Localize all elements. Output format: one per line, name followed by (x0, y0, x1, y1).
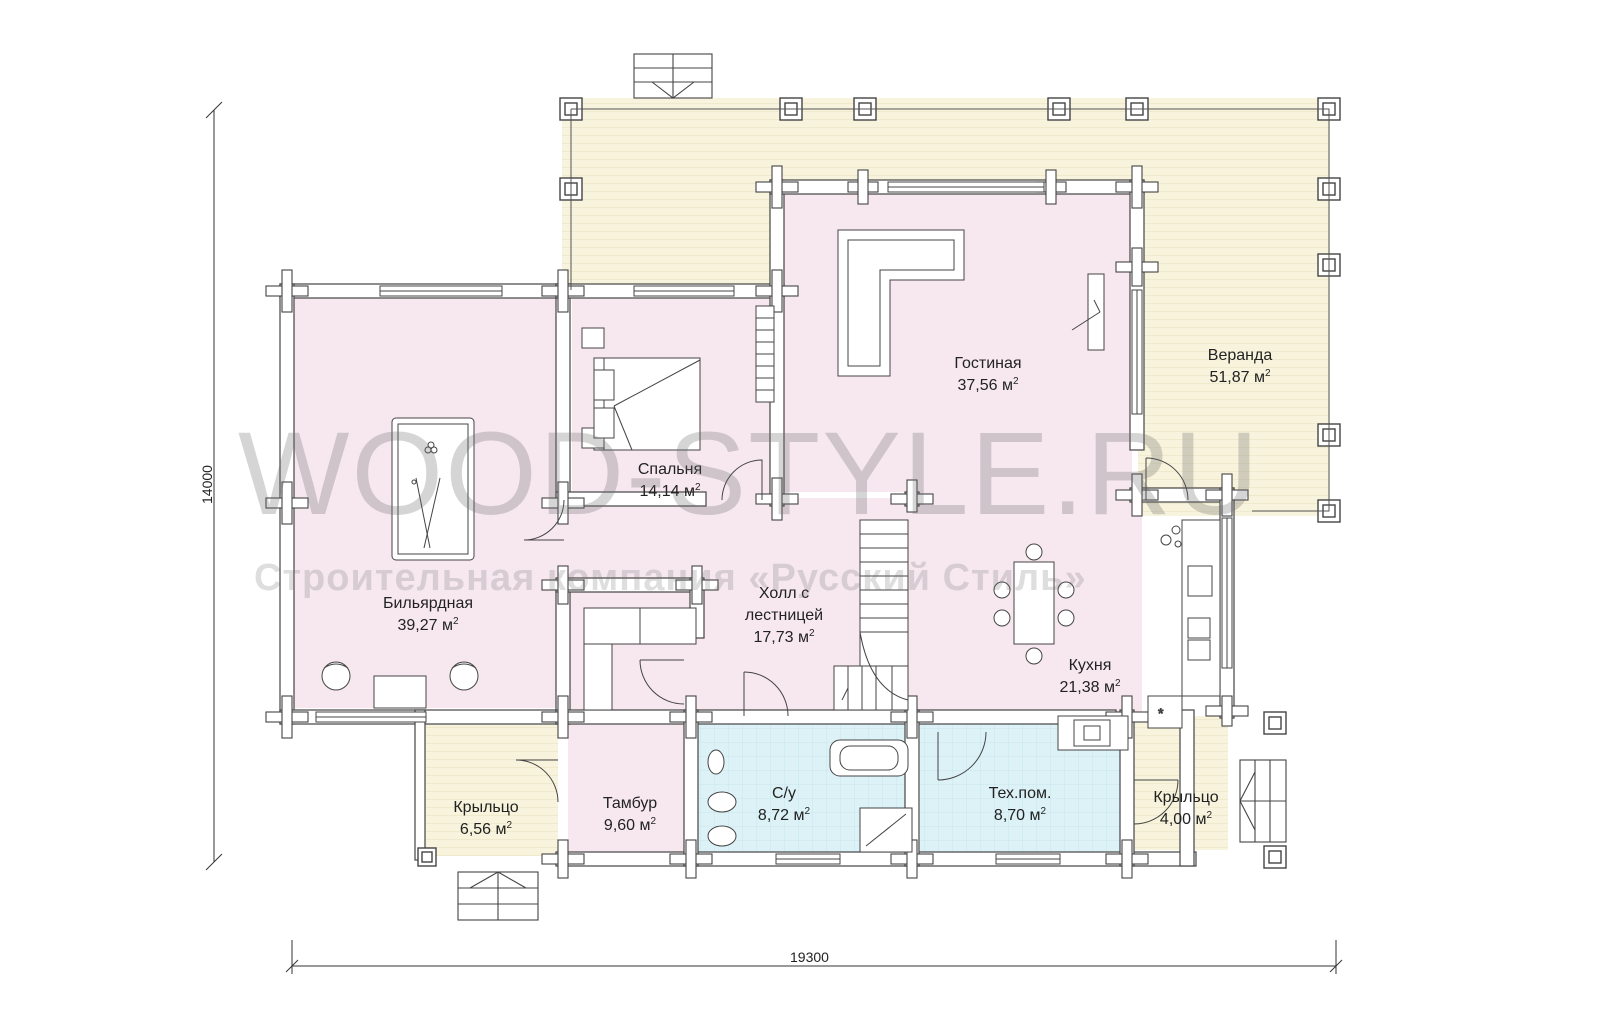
room-labels: Бильярдная 39,27 м2 Спальня 14,14 м2 Гос… (383, 347, 1272, 838)
toilet-2 (707, 825, 737, 847)
room-area-billiard: 39,27 м2 (397, 616, 459, 634)
veranda-outline (570, 108, 1330, 512)
toilet-1 (707, 791, 737, 813)
room-area-porch-right: 4,00 м2 (1160, 810, 1213, 828)
dimension-lines (205, 101, 1343, 974)
room-area-hall: 17,73 м2 (753, 628, 815, 646)
dining-table (1013, 561, 1055, 645)
room-name-tech: Тех.пом. (989, 785, 1052, 802)
room-area-vestibule: 9,60 м2 (604, 816, 657, 834)
porch-left-floor (423, 716, 558, 856)
room-area-kitchen: 21,38 м2 (1059, 678, 1121, 696)
sink (707, 749, 725, 775)
kitchen-counter (1181, 519, 1221, 697)
room-name-bathroom: С/у (772, 785, 796, 802)
svg-text:*: * (1158, 705, 1164, 721)
room-name-living: Гостиная (954, 355, 1021, 372)
armchair-right (449, 661, 479, 691)
room-area-bathroom: 8,72 м2 (758, 806, 811, 824)
watermark-sub: Строительная компания «Русский Стиль» (254, 557, 1087, 599)
room-area-tech: 8,70 м2 (994, 806, 1047, 824)
room-name-porch-right: Крыльцо (1153, 789, 1218, 806)
room-name-kitchen: Кухня (1069, 657, 1112, 674)
room-name-billiard: Бильярдная (383, 595, 473, 612)
vestibule-floor (568, 716, 688, 854)
veranda-floor-right (1138, 180, 1330, 516)
room-name-bedroom: Спальня (638, 461, 702, 478)
corner-sofa (837, 229, 965, 377)
room-area-bedroom: 14,14 м2 (639, 482, 701, 500)
room-area-veranda: 51,87 м2 (1209, 368, 1271, 386)
steps (457, 53, 1287, 921)
hall-staircase (833, 519, 909, 711)
width-dimension: 19300 (790, 949, 829, 965)
room-name-hall-line1: Холл с (759, 585, 809, 602)
room-area-living: 37,56 м2 (957, 376, 1019, 394)
windows (315, 181, 1233, 865)
room-name-vestibule: Тамбур (603, 795, 657, 812)
coffee-table (373, 675, 427, 709)
room-name-porch-left: Крыльцо (453, 799, 518, 816)
height-dimension: 14000 (199, 465, 215, 504)
veranda-floor (562, 98, 1330, 180)
veranda-floor-left (562, 180, 775, 292)
watermark-main: WOOD-STYLE.RU (238, 408, 1261, 540)
room-area-porch-left: 6,56 м2 (460, 820, 513, 838)
room-name-veranda: Веранда (1208, 347, 1273, 364)
bathtub (829, 739, 909, 777)
doors (515, 457, 1189, 825)
watermark: WOOD-STYLE.RU Строительная компания «Рус… (238, 408, 1261, 599)
room-name-hall-line2: лестницей (745, 607, 823, 624)
furniture: * (321, 229, 1221, 853)
armchair-left (321, 661, 351, 691)
billiard-table (391, 417, 475, 561)
tv-unit (1087, 273, 1105, 351)
